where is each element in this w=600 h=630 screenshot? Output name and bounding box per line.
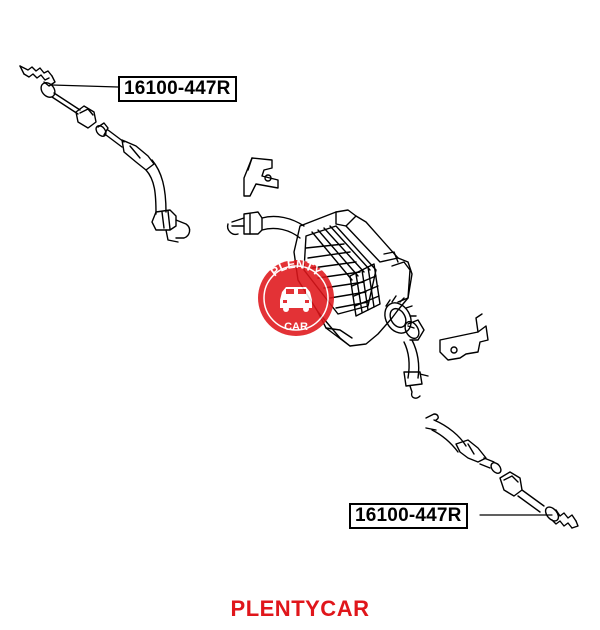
upper-bracket bbox=[243, 157, 279, 197]
right-bracket bbox=[439, 313, 489, 361]
lower-cable-assembly bbox=[425, 413, 579, 529]
actuator-body bbox=[226, 209, 425, 347]
watermark-text-bottom: CAR bbox=[284, 321, 308, 333]
lower-sheath bbox=[433, 419, 467, 447]
upper-boot bbox=[121, 139, 155, 171]
part-number-label-bottom: 16100-447R bbox=[349, 503, 468, 529]
upper-cable-assembly bbox=[19, 65, 191, 243]
brand-footer: PLENTYCAR bbox=[230, 596, 370, 621]
lower-hex-nut bbox=[499, 471, 523, 497]
watermark-logo: PLENTY CAR bbox=[258, 257, 334, 336]
part-number-label-top: 16100-447R bbox=[118, 76, 237, 102]
upper-grommet bbox=[151, 209, 177, 231]
lower-end-clip bbox=[425, 413, 439, 421]
upper-hex-nut bbox=[75, 105, 97, 129]
lower-boot bbox=[455, 439, 487, 463]
upper-threaded-end bbox=[19, 65, 56, 98]
upper-end-clip bbox=[175, 219, 191, 239]
leader-line-top bbox=[51, 84, 119, 88]
lower-threaded-end bbox=[551, 509, 579, 529]
car-icon bbox=[280, 287, 312, 312]
watermark-text-top: PLENTY bbox=[268, 257, 324, 279]
lower-thin-cable bbox=[521, 489, 545, 507]
upper-thin-cable bbox=[53, 92, 81, 111]
output-cable bbox=[403, 339, 429, 399]
upper-sheath bbox=[151, 159, 167, 213]
output-gear bbox=[384, 302, 412, 334]
